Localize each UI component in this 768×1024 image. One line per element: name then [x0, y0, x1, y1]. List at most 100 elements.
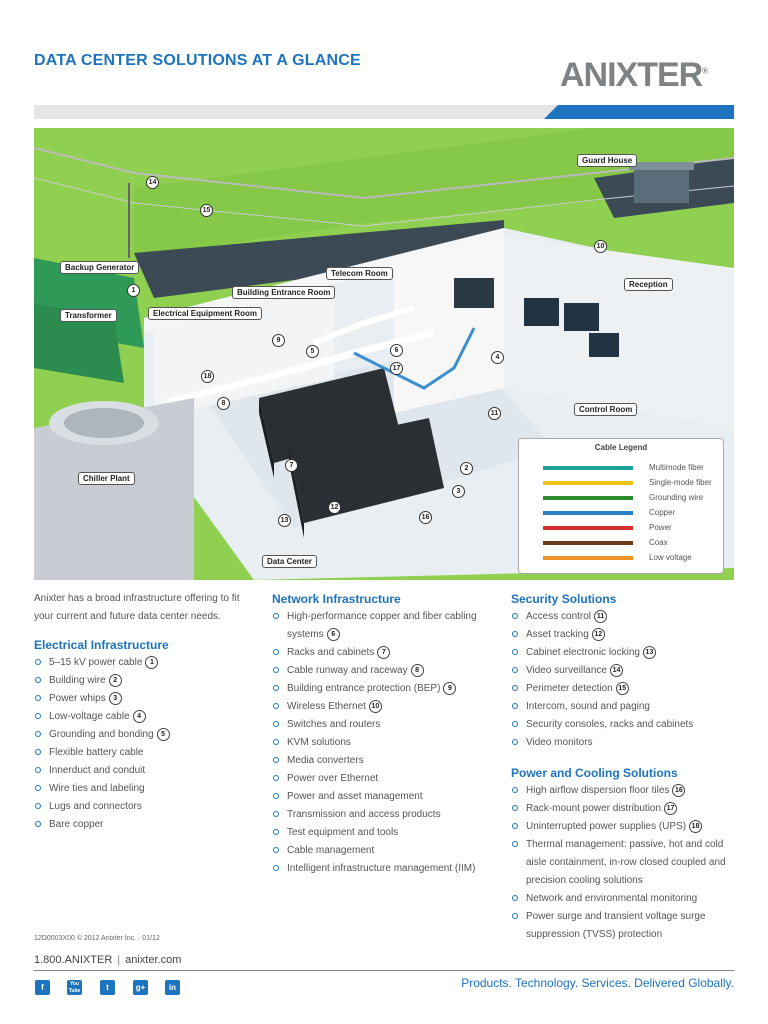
- network-item-text: Transmission and access products: [287, 809, 441, 820]
- security-item-callout: 15: [615, 681, 629, 695]
- callout-16: 16: [419, 511, 432, 524]
- legend-row: Single-mode fiber: [543, 478, 723, 488]
- callout-4: 4: [491, 351, 504, 364]
- callout-3: 3: [452, 485, 465, 498]
- electrical-item-callout: 4: [132, 709, 146, 723]
- intro-text: Anixter has a broad infrastructure offer…: [34, 593, 240, 622]
- electrical-item-text: Flexible battery cable: [49, 747, 144, 758]
- page-title: DATA CENTER SOLUTIONS AT A GLANCE: [34, 52, 361, 69]
- network-item: Cable management: [272, 842, 492, 860]
- security-heading: Security Solutions: [511, 592, 617, 606]
- legend-row: Copper: [543, 508, 723, 518]
- network-item-text: Media converters: [287, 755, 364, 766]
- network-item: Test equipment and tools: [272, 824, 492, 842]
- network-item-text: Cable management: [287, 845, 375, 856]
- power-item-callout: 17: [664, 801, 678, 815]
- electrical-item-text: Power whips: [49, 693, 106, 704]
- google-plus-icon[interactable]: g+: [133, 980, 148, 995]
- security-item-callout: 13: [642, 645, 656, 659]
- label-electrical-equipment-room: Electrical Equipment Room: [148, 307, 263, 320]
- network-item-text: Intelligent infrastructure management (I…: [287, 863, 476, 874]
- callout-2: 2: [460, 462, 473, 475]
- network-item-callout: 6: [326, 627, 340, 641]
- power-item: Network and environmental monitoring: [511, 890, 736, 908]
- power-item-callout: 18: [689, 819, 703, 833]
- power-item-text: High airflow dispersion floor tiles: [526, 785, 670, 796]
- linkedin-icon[interactable]: in: [165, 980, 180, 995]
- security-item-text: Intercom, sound and paging: [526, 701, 650, 712]
- label-chiller-plant: Chiller Plant: [78, 472, 135, 485]
- twitter-icon[interactable]: t: [100, 980, 115, 995]
- facebook-icon[interactable]: f: [35, 980, 50, 995]
- network-item: Power over Ethernet: [272, 770, 492, 788]
- security-item: Intercom, sound and paging: [511, 698, 736, 716]
- legend-swatch: [543, 481, 633, 485]
- phone-number: 1.800.ANIXTER: [34, 954, 113, 966]
- network-item-text: Wireless Ethernet: [287, 701, 366, 712]
- youtube-icon[interactable]: You Tube: [67, 980, 82, 995]
- legend-label: Coax: [649, 538, 668, 547]
- electrical-item-callout: 2: [108, 673, 122, 687]
- callout-15: 15: [200, 204, 213, 217]
- legend-row: Low voltage: [543, 553, 723, 563]
- callout-18: 18: [201, 370, 214, 383]
- website-link[interactable]: anixter.com: [125, 954, 182, 966]
- legend-row: Multimode fiber: [543, 463, 723, 473]
- document-id: 12D0003X00 © 2012 Anixter Inc. · 01/12: [34, 935, 160, 942]
- callout-14: 14: [146, 176, 159, 189]
- callout-13: 13: [278, 514, 291, 527]
- legend-row: Power: [543, 523, 723, 533]
- label-building-entrance-room: Building Entrance Room: [232, 286, 336, 299]
- header-rule: [34, 105, 734, 119]
- callout-12: 12: [328, 501, 341, 514]
- security-item-callout: 14: [609, 663, 623, 677]
- callout-1: 1: [127, 284, 140, 297]
- network-item-text: KVM solutions: [287, 737, 351, 748]
- network-item-text: Cable runway and raceway: [287, 665, 408, 676]
- anixter-logo: ANIXTER®: [560, 56, 708, 94]
- legend-swatch: [543, 496, 633, 500]
- label-transformer: Transformer: [60, 309, 117, 322]
- label-control-room: Control Room: [574, 403, 638, 416]
- network-item-text: Power over Ethernet: [287, 773, 379, 784]
- electrical-item: Bare copper: [34, 816, 254, 834]
- security-item-callout: 12: [591, 627, 605, 641]
- legend-label: Copper: [649, 508, 676, 517]
- network-item: KVM solutions: [272, 734, 492, 752]
- network-item: Switches and routers: [272, 716, 492, 734]
- electrical-item-text: Grounding and bonding: [49, 729, 154, 740]
- network-item-text: High-performance copper and fiber cablin…: [287, 611, 477, 640]
- contact-separator: |: [117, 954, 121, 966]
- network-item: Transmission and access products: [272, 806, 492, 824]
- label-telecom-room: Telecom Room: [326, 267, 393, 280]
- callout-5: 5: [306, 345, 319, 358]
- security-item-text: Cabinet electronic locking: [526, 647, 640, 658]
- legend-label: Single-mode fiber: [649, 478, 712, 487]
- power-item-text: Power surge and transient voltage surge …: [526, 911, 706, 940]
- legend-label: Power: [649, 523, 672, 532]
- legend-swatch: [543, 556, 633, 560]
- electrical-item-text: Lugs and connectors: [49, 801, 142, 812]
- network-section: Network Infrastructure High-performance …: [272, 590, 492, 878]
- security-item: Video monitors: [511, 734, 736, 752]
- power-item-text: Rack-mount power distribution: [526, 803, 662, 814]
- network-item: Power and asset management: [272, 788, 492, 806]
- power-item-text: Network and environmental monitoring: [526, 893, 698, 904]
- footer-rule: [34, 970, 734, 971]
- legend-swatch: [543, 466, 633, 470]
- power-item: Thermal management: passive, hot and col…: [511, 836, 736, 890]
- security-item-text: Video monitors: [526, 737, 593, 748]
- label-guard-house: Guard House: [577, 154, 638, 167]
